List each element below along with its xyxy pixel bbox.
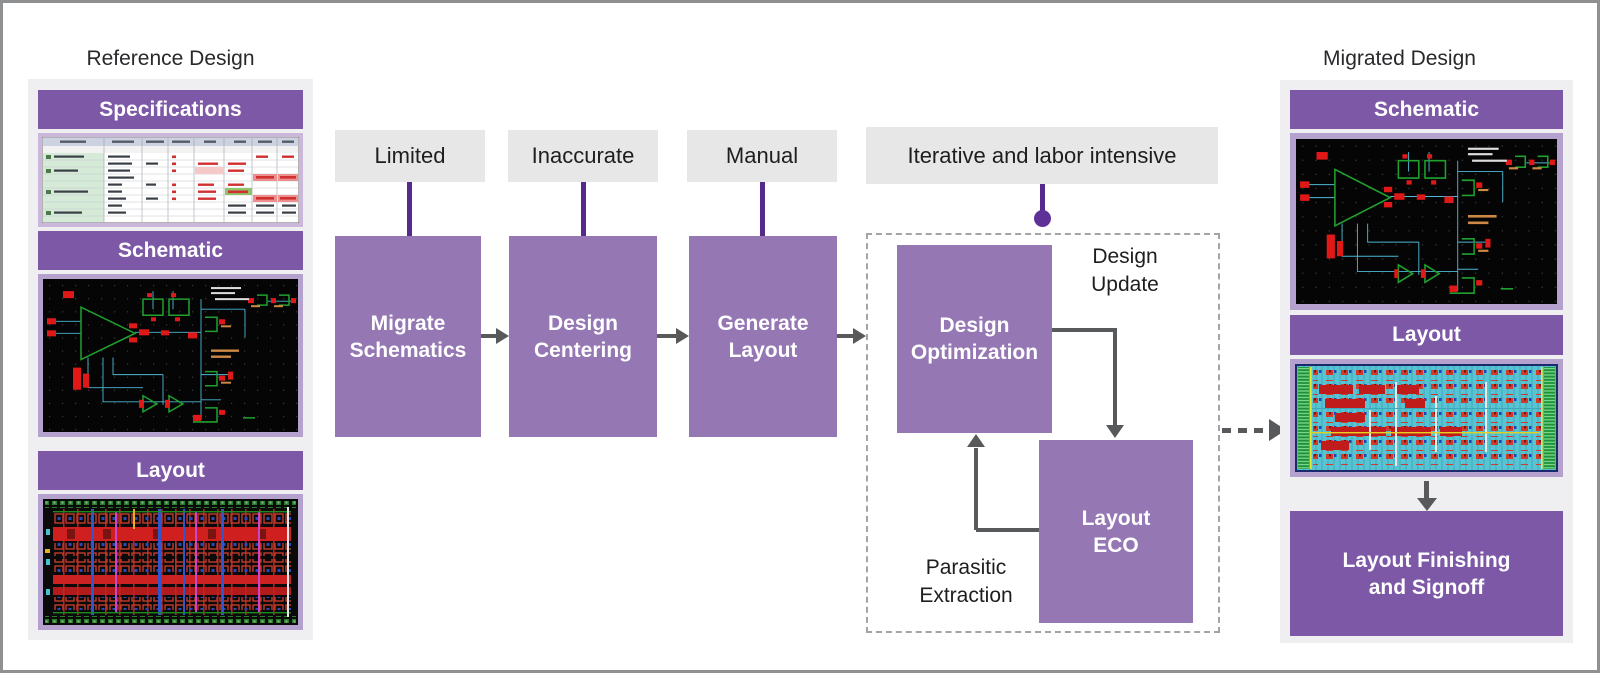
- arrow-step3-loop: [837, 334, 854, 338]
- arrowhead-step1-step2: [496, 328, 509, 344]
- label-parasitic-extraction: Parasitic Extraction: [919, 556, 1013, 607]
- stem-limited: [407, 182, 412, 282]
- stem-dot-iterative: [1034, 210, 1051, 227]
- arrowhead-step2-step3: [676, 328, 689, 344]
- step-migrate-schematics: Migrate Schematics: [335, 236, 481, 437]
- connector-update-vertical: [1113, 328, 1117, 426]
- migrated-layout-header: Layout: [1290, 315, 1563, 355]
- iteration-loop-boundary: [866, 233, 1220, 633]
- connector-parasitic-vertical: [974, 448, 978, 530]
- arrowhead-into-layout-eco: [1106, 425, 1124, 438]
- migrated-layout-image: [1290, 359, 1563, 477]
- connector-parasitic-horizontal: [976, 528, 1039, 532]
- reference-design-panel: Specifications: [28, 79, 313, 640]
- reference-design-title: Reference Design: [86, 47, 255, 70]
- connector-update-horizontal: [1052, 328, 1117, 332]
- step-design-centering: Design Centering: [509, 236, 657, 437]
- dashed-arrow-to-migrated: [1222, 428, 1270, 433]
- callout-inaccurate: Inaccurate: [508, 130, 658, 182]
- layout-finishing-signoff-box: Layout Finishing and Signoff: [1290, 511, 1563, 636]
- stem-manual: [760, 182, 765, 282]
- stem-inaccurate: [581, 182, 586, 282]
- arrowhead-layout-to-signoff: [1417, 498, 1437, 511]
- reference-schematic-header: Schematic: [38, 231, 303, 270]
- callout-iterative: Iterative and labor intensive: [866, 127, 1218, 184]
- loop-layout-eco: Layout ECO: [1039, 440, 1193, 623]
- migrated-schematic-header: Schematic: [1290, 90, 1563, 129]
- reference-schematic-image: [38, 274, 303, 437]
- migrated-schematic-image: [1290, 133, 1563, 310]
- reference-layout-image: [38, 494, 303, 630]
- callout-limited: Limited: [335, 130, 485, 182]
- specifications-header: Specifications: [38, 90, 303, 129]
- arrowhead-into-design-optimization: [967, 434, 985, 447]
- label-design-update: Design Update: [1091, 245, 1159, 296]
- step-generate-layout: Generate Layout: [689, 236, 837, 437]
- arrow-step1-step2: [481, 334, 497, 338]
- specifications-table-image: [38, 133, 303, 227]
- arrow-layout-to-signoff: [1424, 481, 1429, 499]
- arrowhead-step3-loop: [853, 328, 866, 344]
- stem-iterative: [1040, 184, 1045, 214]
- callout-manual: Manual: [687, 130, 837, 182]
- loop-design-optimization: Design Optimization: [897, 245, 1052, 433]
- migrated-design-panel: Schematic Layout Layout Finishing and Si…: [1280, 80, 1573, 643]
- reference-layout-header: Layout: [38, 451, 303, 490]
- migrated-design-title: Migrated Design: [1323, 47, 1476, 70]
- arrow-step2-step3: [657, 334, 677, 338]
